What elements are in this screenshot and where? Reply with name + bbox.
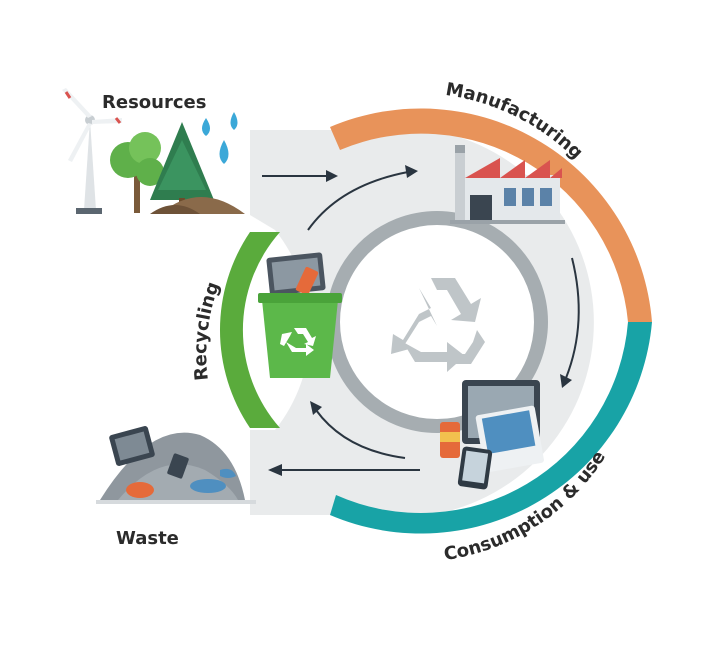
factory-icon: [450, 145, 565, 224]
label-waste: Waste: [116, 528, 179, 549]
label-recycling-path: Recycling: [190, 279, 224, 382]
recycle-bin-icon: [258, 252, 342, 378]
arrow-to-factory-curved: [307, 165, 418, 231]
flow-arrows: [262, 165, 580, 476]
consumption-arc: [330, 322, 652, 534]
label-recycling: Recycling: [190, 279, 224, 382]
wind-turbine-icon: [62, 88, 122, 214]
recycling-arc: [219, 232, 280, 428]
arrow-to-waste: [268, 464, 420, 476]
arrow-consumption-to-recycling: [310, 401, 406, 459]
arrow-factory-to-consumption: [560, 257, 580, 388]
soil-pile: [150, 197, 245, 214]
resources-illustration: [62, 88, 245, 214]
devices-icon: [440, 380, 544, 490]
recycle-symbol-icon: [391, 278, 485, 372]
label-resources: Resources: [102, 92, 206, 113]
manufacturing-arc: [330, 108, 652, 322]
water-drops-icon: [202, 112, 238, 164]
garbage-pile-icon: [96, 426, 256, 504]
trees-icon: [110, 122, 214, 213]
arrow-to-factory-straight: [262, 170, 338, 182]
